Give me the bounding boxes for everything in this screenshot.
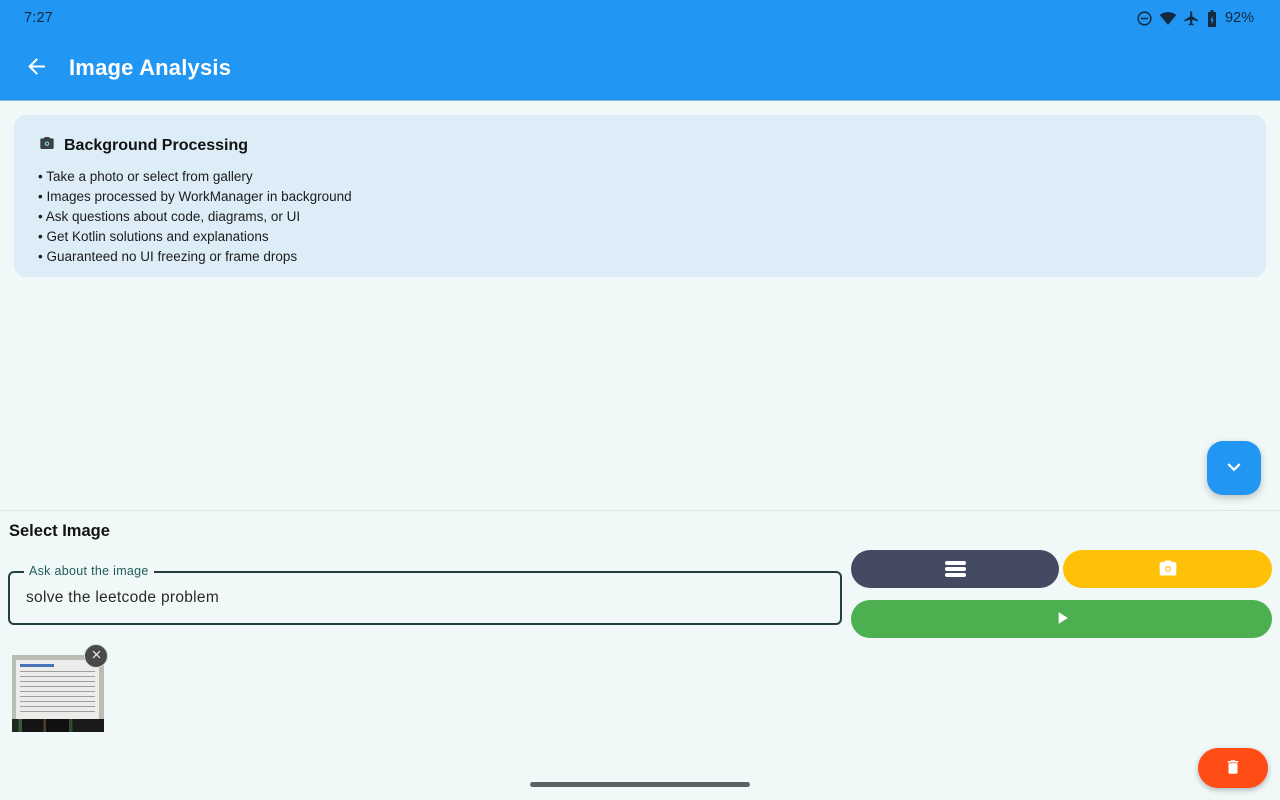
info-bullet: • Ask questions about code, diagrams, or… [38,209,301,224]
remove-image-button[interactable] [84,644,108,668]
info-card-header: Background Processing [38,135,1242,156]
scroll-down-fab[interactable] [1207,441,1261,495]
do-not-disturb-icon [1136,10,1153,27]
battery-charging-icon [1206,9,1218,28]
play-icon [1052,608,1072,631]
battery-percent-label: 92% [1224,10,1254,26]
status-bar: 7:27 92% [0,0,1280,36]
info-bullet: • Take a photo or select from gallery [38,169,253,184]
gesture-handle[interactable] [530,782,750,787]
camera-emoji-icon [38,135,56,156]
thumbnail-photo-heading [20,664,54,667]
selected-image-thumbnail[interactable] [12,644,108,732]
chevron-down-icon [1221,454,1247,483]
run-analysis-button[interactable] [851,600,1272,638]
airplane-mode-icon [1183,10,1200,27]
hamburger-icon [944,559,966,579]
info-card-title: Background Processing [64,136,249,154]
trash-icon [1224,758,1242,779]
info-card: Background Processing • Take a photo or … [14,115,1266,277]
select-image-heading: Select Image [9,522,110,540]
back-button[interactable] [16,48,56,88]
status-time: 7:27 [24,10,54,26]
thumbnail-photo-screen [16,660,99,719]
question-field-label: Ask about the image [24,564,154,578]
question-field: Ask about the image [8,564,842,625]
close-x-icon [90,648,103,664]
gallery-menu-button[interactable] [851,550,1059,588]
delete-fab[interactable] [1198,748,1268,788]
camera-button[interactable] [1063,550,1272,588]
arrow-left-icon [24,54,49,82]
page-title: Image Analysis [69,55,232,80]
info-bullet: • Guaranteed no UI freezing or frame dro… [38,249,298,264]
info-bullet: • Images processed by WorkManager in bac… [38,189,352,204]
thumbnail-photo-textlines [20,671,95,715]
thumbnail-photo-taskbar [12,719,104,732]
panel-divider [0,510,1280,511]
question-input[interactable] [10,573,840,623]
status-icon-cluster: 92% [1136,9,1254,28]
camera-icon [1157,558,1179,581]
wifi-icon [1159,10,1177,27]
info-card-bullets: • Take a photo or select from gallery • … [38,167,1242,267]
app-bar: Image Analysis [0,36,1280,100]
info-bullet: • Get Kotlin solutions and explanations [38,229,269,244]
